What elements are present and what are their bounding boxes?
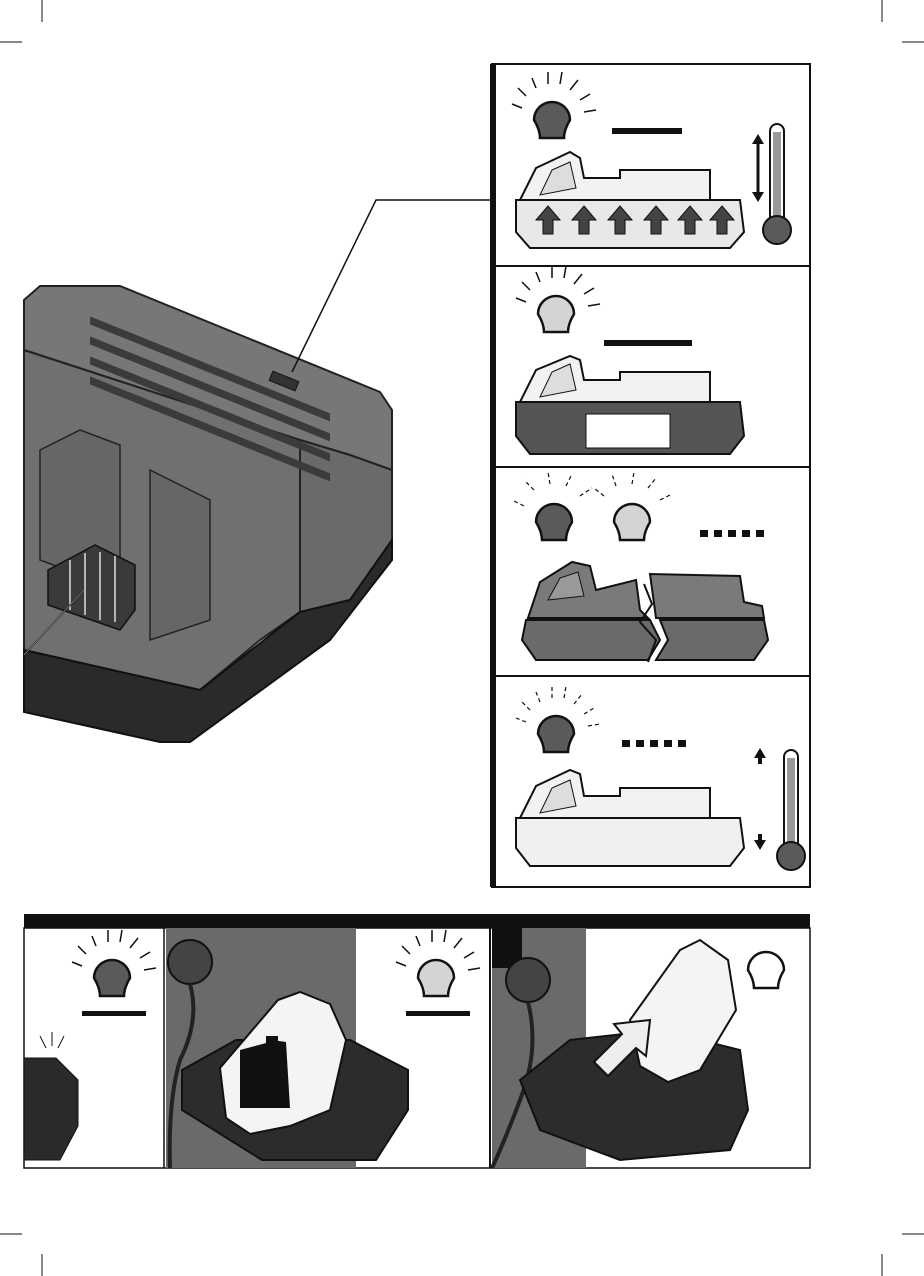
steady-bar xyxy=(406,1011,470,1016)
leader-line-led xyxy=(292,200,492,372)
charger-led-off-icon xyxy=(748,952,784,988)
charger-right-face xyxy=(300,440,392,612)
steady-bar xyxy=(612,128,682,134)
steady-bar xyxy=(604,340,692,346)
charger-illustration xyxy=(24,200,492,742)
steady-bar xyxy=(82,1011,146,1016)
